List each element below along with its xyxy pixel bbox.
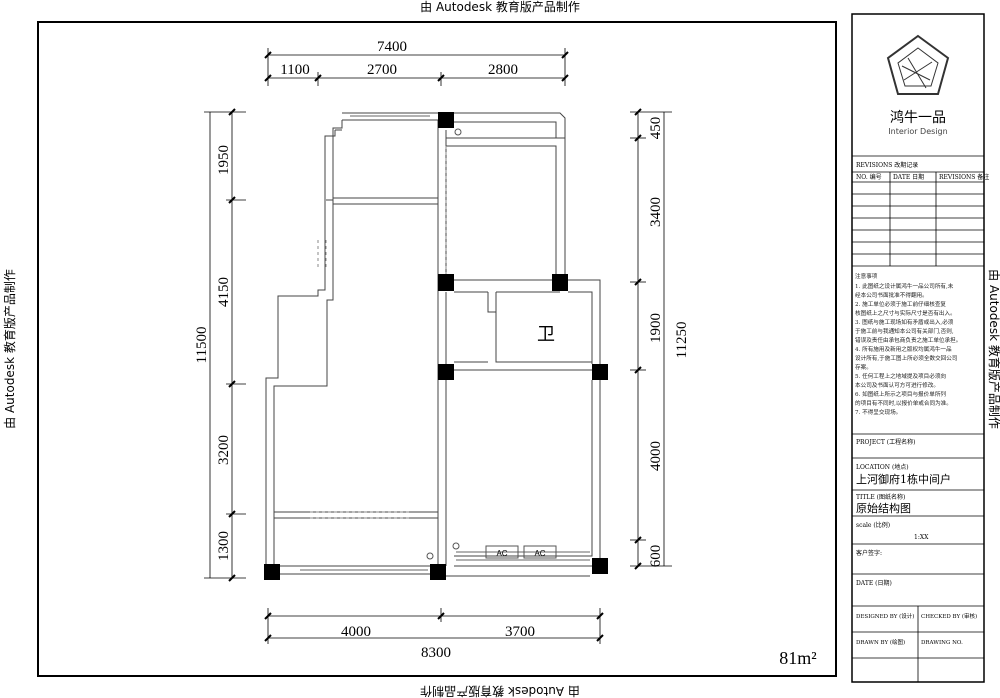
dim-bottom-segment: 3700 [505,624,535,640]
designed-by-label: DESIGNED BY (设计) [856,612,914,620]
dim-right-segment: 3400 [648,197,664,227]
note-line: 7. 不得呈交现场。 [855,408,901,416]
dimension-ticks [228,51,642,642]
dim-bottom-segment: 4000 [341,624,371,640]
dim-right-segment: 1900 [648,313,664,343]
title-label: TITLE (图纸名称) [856,493,905,501]
scale-value: 1:XX [914,534,929,541]
column [552,274,568,291]
dim-left-total: 11500 [194,327,210,364]
dim-right-segment: 600 [648,545,664,568]
dim-right-segment: 4000 [648,441,664,471]
checked-by-label: CHECKED BY (审核) [921,612,977,620]
room-label-bathroom: 卫 [537,324,555,345]
ac-label: AC [496,549,507,558]
column [438,364,454,380]
revision-column: REVISIONS 备注 [939,173,989,181]
notes: 注意事项 1. 此图纸之设计属鸿牛一品公司所有,未 经本公司书面批准不得翻用。 … [855,272,961,416]
dimension-lines [204,48,672,644]
note-line: 错误及责任由承包商负责之施工单位承担。 [855,336,961,344]
walls [265,112,601,577]
ac-label: AC [534,549,545,558]
dim-top-total: 7400 [377,39,407,55]
column [438,274,454,291]
ac-unit [523,545,557,559]
dim-left-segment: 4150 [216,277,232,307]
windows [300,115,590,571]
dim-right-segment: 450 [648,117,664,140]
column [264,564,280,580]
dim-left-segment: 1950 [216,145,232,175]
note-line: 核图纸上之尺寸与实际尺寸是否有出入。 [855,309,956,317]
title-value: 原始结构图 [856,501,911,515]
note-line: 2. 施工单位必须于施工前仔细核查复 [855,300,946,308]
column [592,364,608,380]
note-line: 4. 所有施用及新用之版权均属鸿牛一品 [855,345,952,353]
dim-bottom-total: 8300 [421,645,451,661]
openings [310,146,447,519]
note-line: 1. 此图纸之设计属鸿牛一品公司所有,未 [855,282,954,290]
column [438,112,454,128]
note-line: 于施工前与我通知本公司有关部门,否则, [855,327,954,335]
drain-icon [452,542,460,550]
scale-label: scale (比例) [856,521,890,529]
drawing-frame [37,21,837,677]
location-label: LOCATION (地点) [856,463,909,471]
structural-columns [264,112,608,580]
company-logo [886,34,950,95]
company-name-en: Interior Design [888,127,947,136]
note-line: 5. 任何工程上之地域提及项目必须向 [855,372,946,380]
note-line: 本公司及书面认可方可进行修改。 [855,381,939,389]
notes-title: 注意事项 [855,272,878,280]
note-line: 设计所有,于施工图上所必须全数交回公司 [855,354,957,362]
drain-icon [454,128,462,136]
note-line: 的项目有不同时,以报价单或合同为准。 [855,399,952,407]
floor-area: 81m² [779,648,816,668]
drawing-no-label: DRAWING NO. [921,640,963,646]
revision-column: DATE 日期 [893,173,924,181]
note-line: 经本公司书面批准不得翻用。 [855,291,928,299]
column [430,564,446,580]
ac-unit [485,545,519,559]
dim-left-segment: 3200 [216,435,232,465]
note-line: 6. 如图纸上所示之项目与报价单所列 [855,390,946,398]
dim-top-segment: 2700 [367,62,397,78]
watermark-top: 由 Autodesk 教育版产品制作 [420,0,580,14]
date-label: DATE (日期) [856,579,892,587]
dim-left-segment: 1300 [216,531,232,561]
dim-right-total: 11250 [674,322,690,359]
column [592,558,608,574]
drawn-by-label: DRAWN BY (绘图) [856,638,905,646]
drain-icon [426,552,434,560]
revision-column: NO. 编号 [856,173,882,181]
revisions-header: REVISIONS 改期记录 [856,161,918,169]
company-name: 鸿牛一品 [890,109,946,126]
dim-top-segment: 2800 [488,62,518,78]
dim-top-segment: 1100 [280,62,309,78]
location-value: 上河御府1栋中间户 [856,472,951,486]
client-signature-label: 客户签字: [856,549,882,557]
note-line: 存案。 [855,363,872,371]
note-line: 3. 图纸与施工现场如有矛盾或出入,必须 [855,318,954,326]
project-label: PROJECT (工程名称) [856,438,915,446]
title-block-grid [852,155,984,682]
